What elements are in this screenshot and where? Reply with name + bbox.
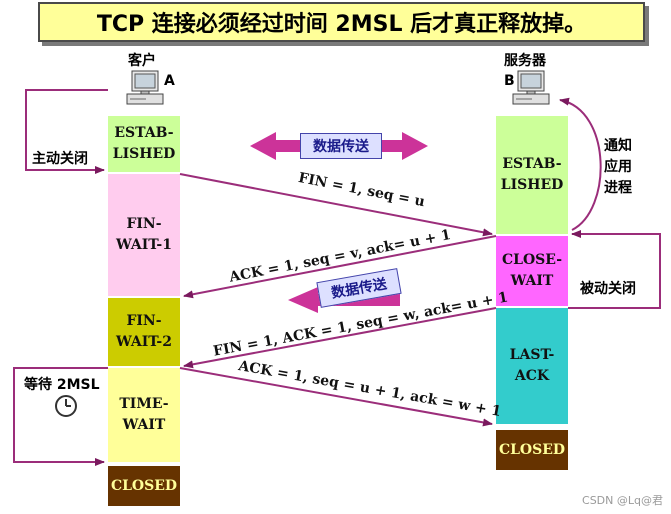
client-state-established: ESTAB- LISHED xyxy=(108,116,180,172)
notify-app-curve xyxy=(559,97,602,231)
server-state-closed: CLOSED xyxy=(496,430,568,470)
client-computer-icon xyxy=(126,70,164,105)
passive-close-label: 被动关闭 xyxy=(580,281,636,297)
wait-2msl-label: 等待 2MSL xyxy=(24,377,100,393)
arrow-ack1 xyxy=(183,235,497,299)
watermark: CSDN @Lq@君 xyxy=(582,494,663,507)
clock-icon xyxy=(55,395,77,417)
server-state-established: ESTAB- LISHED xyxy=(496,116,568,234)
arrow-fin2 xyxy=(183,307,497,369)
server-label: 服务器 xyxy=(504,53,546,69)
server-state-last-ack: LAST- ACK xyxy=(496,308,568,424)
arrow-fin xyxy=(179,173,493,237)
passive-close-bracket xyxy=(568,230,661,309)
server-state-close-wait: CLOSE- WAIT xyxy=(496,236,568,306)
client-state-time-wait: TIME- WAIT xyxy=(108,368,180,462)
active-close-bracket xyxy=(25,89,108,174)
arrow-ack2 xyxy=(179,367,493,427)
data-transfer-label-top: 数据传送 xyxy=(300,133,382,159)
client-label: 客户 xyxy=(128,53,156,69)
notify-app-label: 通知 应用 进程 xyxy=(604,138,632,196)
client-state-fin-wait-2: FIN- WAIT-2 xyxy=(108,298,180,366)
time-wait-bracket xyxy=(13,367,108,466)
client-state-fin-wait-1: FIN- WAIT-1 xyxy=(108,174,180,296)
active-close-label: 主动关闭 xyxy=(32,151,88,167)
client-state-closed: CLOSED xyxy=(108,466,180,506)
server-letter: B xyxy=(504,73,515,89)
page-title: TCP 连接必须经过时间 2MSL 后才真正释放掉。 xyxy=(38,2,645,42)
client-letter: A xyxy=(164,73,175,89)
server-computer-icon xyxy=(512,70,550,105)
